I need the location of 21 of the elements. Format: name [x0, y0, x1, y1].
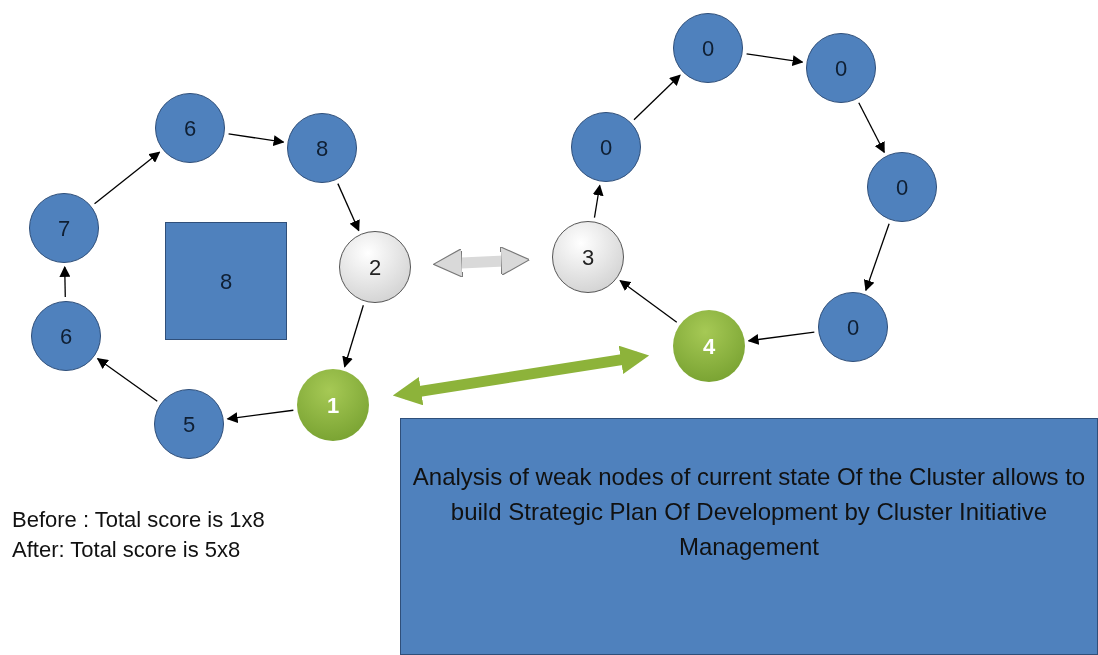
arrow: [592, 184, 604, 219]
arrow: [337, 183, 360, 232]
score-note: Before : Total score is 1x8: [12, 506, 265, 534]
double-arrow: [392, 345, 650, 406]
text-panel: [400, 418, 1098, 655]
arrow: [863, 223, 890, 292]
arrow: [59, 265, 71, 298]
node-square: 8: [165, 222, 287, 340]
arrow: [858, 102, 885, 154]
arrow: [619, 280, 678, 323]
arrow: [633, 74, 681, 121]
arrow: [96, 358, 158, 402]
score-note: After: Total score is 5x8: [12, 536, 242, 564]
double-arrow: [432, 246, 531, 278]
arrow: [342, 304, 364, 368]
arrow: [227, 133, 285, 147]
panel-text: Analysis of weak nodes of current state Of the Cluster allows to build Strategic Plan Of Development by Cluster Initiative Management: [411, 462, 1087, 562]
arrow: [93, 151, 161, 205]
arrow: [226, 409, 294, 424]
arrow: [745, 53, 804, 67]
arrow: [747, 331, 815, 345]
